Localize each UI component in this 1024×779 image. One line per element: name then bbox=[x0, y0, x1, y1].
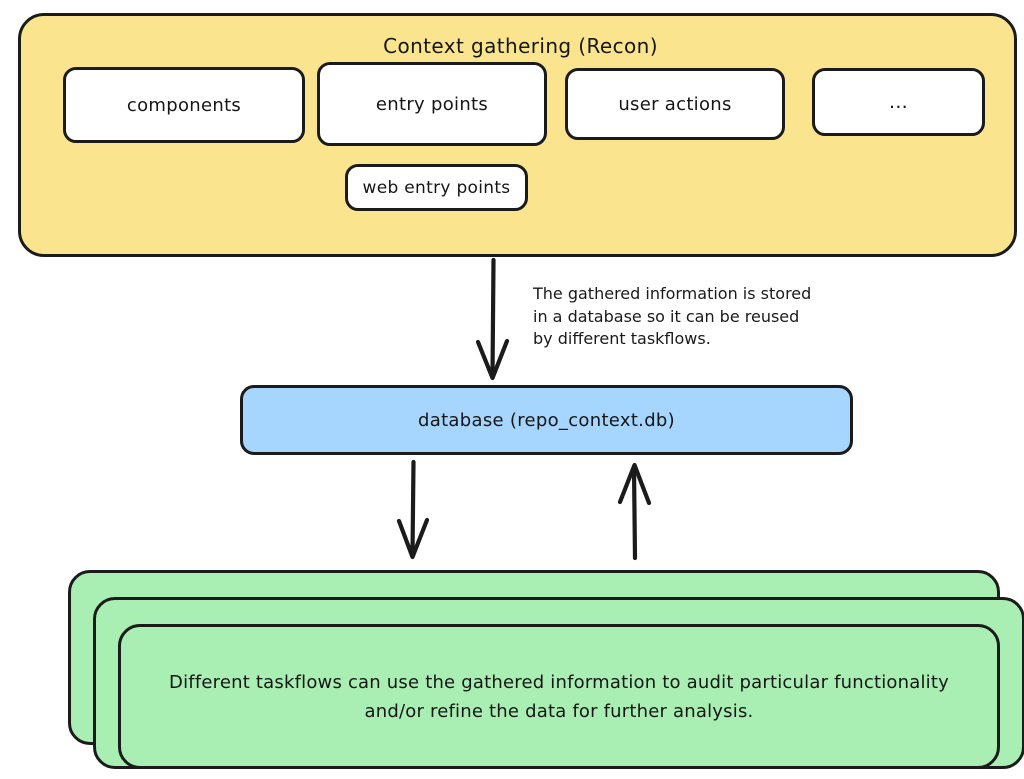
database-node[interactable]: database (repo_context.db) bbox=[240, 385, 853, 455]
recon-item-entry-points-label: entry points bbox=[375, 93, 489, 115]
recon-item-user-actions-label: user actions bbox=[618, 93, 732, 115]
arrow-database-to-taskflows bbox=[396, 459, 430, 560]
recon-item-user-actions[interactable]: user actions bbox=[565, 68, 785, 140]
taskflow-stack-layer-front[interactable]: Different taskflows can use the gathered… bbox=[118, 624, 1000, 769]
arrow-recon-to-database bbox=[475, 257, 510, 381]
recon-item-ellipsis[interactable]: ... bbox=[812, 68, 985, 136]
database-node-label: database (repo_context.db) bbox=[418, 409, 675, 431]
recon-item-components[interactable]: components bbox=[63, 67, 305, 143]
recon-item-entry-points[interactable]: entry points bbox=[317, 62, 547, 146]
recon-item-web-entry-points[interactable]: web entry points bbox=[345, 164, 528, 211]
recon-item-web-entry-points-label: web entry points bbox=[362, 177, 511, 198]
recon-item-ellipsis-label: ... bbox=[888, 91, 909, 113]
annotation-text: The gathered information is stored in a … bbox=[533, 284, 812, 348]
taskflow-description: Different taskflows can use the gathered… bbox=[169, 671, 949, 722]
recon-group-title: Context gathering (Recon) bbox=[383, 34, 658, 58]
arrow-taskflows-to-database bbox=[617, 462, 652, 561]
recon-item-components-label: components bbox=[126, 94, 242, 116]
